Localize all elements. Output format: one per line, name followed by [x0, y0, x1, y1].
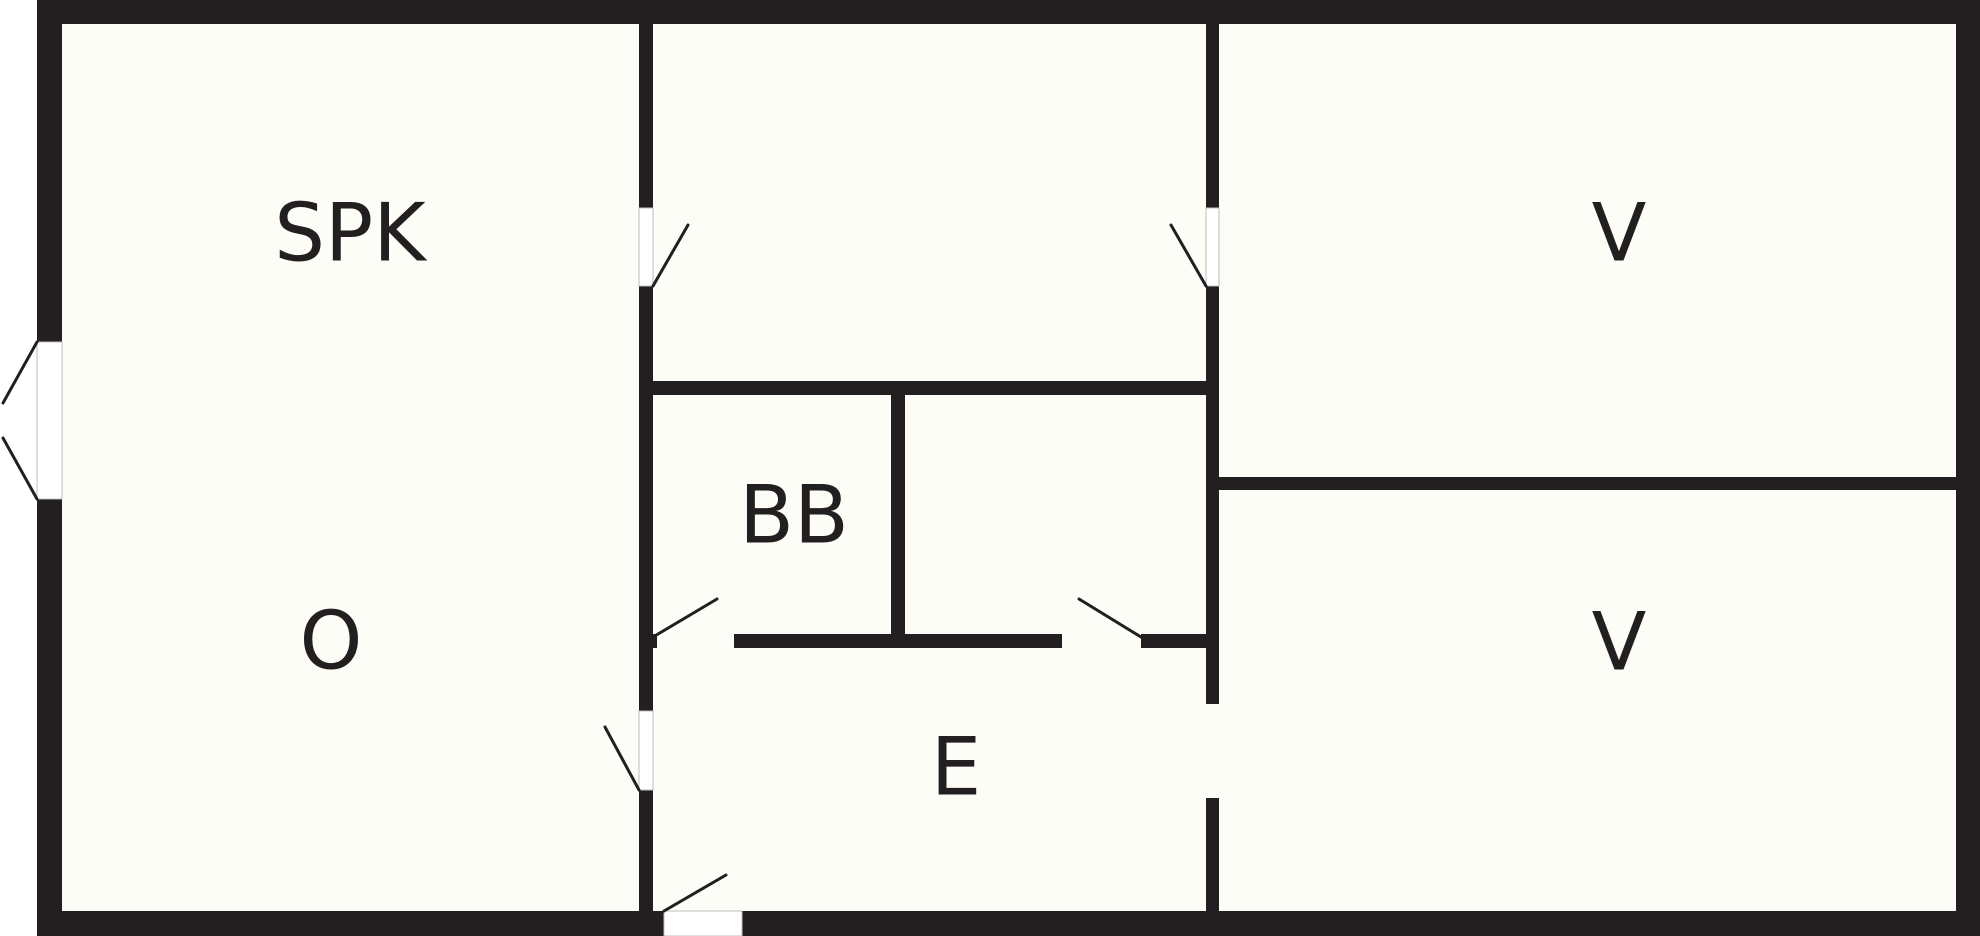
wall-right-2 [1206, 286, 1219, 704]
interior-walls [639, 24, 1956, 911]
wall-bath-bottom-left [653, 634, 657, 648]
outer-wall-left-lower [37, 499, 62, 936]
door-frame-v [1205, 207, 1220, 287]
door-swing-entrance [662, 873, 728, 913]
wall-bath-top [653, 381, 1206, 395]
room-label-spk: SPK [274, 187, 428, 280]
outer-wall-left-upper [37, 0, 62, 342]
window-left [36, 341, 63, 500]
room-label-v-top: V [1592, 187, 1647, 280]
wall-bath-divider [891, 395, 905, 641]
door-frame-o [638, 710, 654, 791]
window-sash-lower [1, 436, 39, 501]
window-sash-upper [1, 340, 39, 405]
door-swing-spk [651, 223, 690, 288]
outer-wall-top [37, 0, 1980, 24]
room-label-v-bottom: V [1592, 596, 1647, 689]
door-swing-bb-right [1077, 597, 1143, 639]
wall-bath-bottom-right [1141, 634, 1206, 648]
door-swing-v [1169, 223, 1208, 288]
entrance-opening [663, 910, 743, 936]
wall-bath-bottom-mid [734, 634, 1062, 648]
wall-right-3 [1206, 798, 1219, 911]
outer-walls [37, 0, 1980, 936]
floor-area [37, 12, 1969, 917]
wall-spk-hall-3 [639, 790, 653, 911]
door-swing-bb-left [651, 597, 719, 639]
room-label-o: O [300, 595, 363, 688]
room-label-e: E [931, 721, 982, 814]
wall-right-1 [1206, 24, 1219, 208]
outer-wall-bottom-left [37, 911, 664, 936]
wall-spk-hall-1 [639, 24, 653, 208]
room-labels: SPK O BB E V V [274, 187, 1646, 814]
door-swing-o [603, 725, 641, 792]
wall-bedrooms-divider [1219, 477, 1956, 490]
outer-wall-right [1956, 0, 1980, 936]
room-label-bb: BB [739, 469, 849, 562]
door-frame-spk [638, 207, 654, 287]
openings [36, 207, 1220, 936]
door-swings [1, 223, 1208, 913]
outer-wall-bottom-right [742, 911, 1980, 936]
wall-spk-hall-2 [639, 286, 653, 711]
